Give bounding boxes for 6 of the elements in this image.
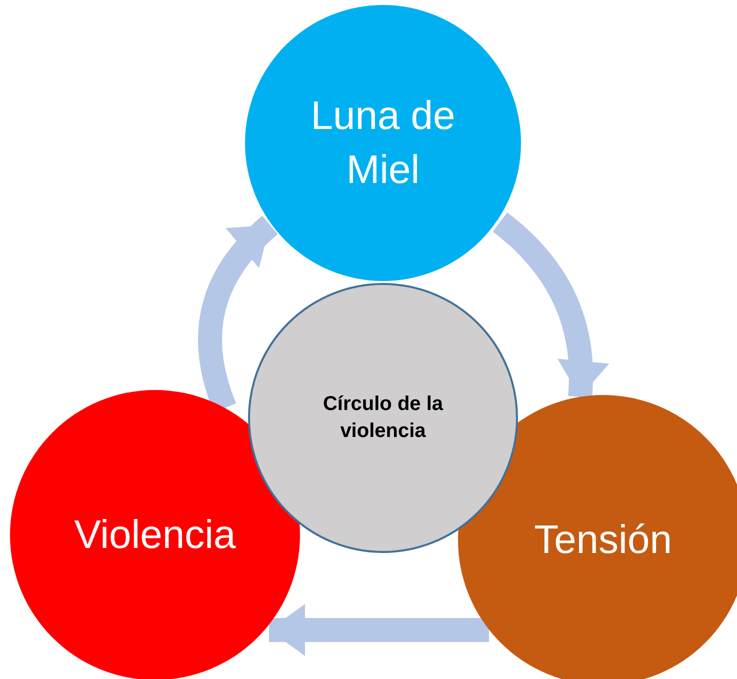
block-arrow [492, 212, 608, 398]
circle-label: Tensión [534, 517, 672, 564]
circle-label: Círculo de la violencia [322, 392, 444, 444]
block-arrow [269, 604, 489, 656]
circle-label: Luna de Miel [310, 93, 456, 194]
circle-label: Violencia [74, 512, 236, 559]
